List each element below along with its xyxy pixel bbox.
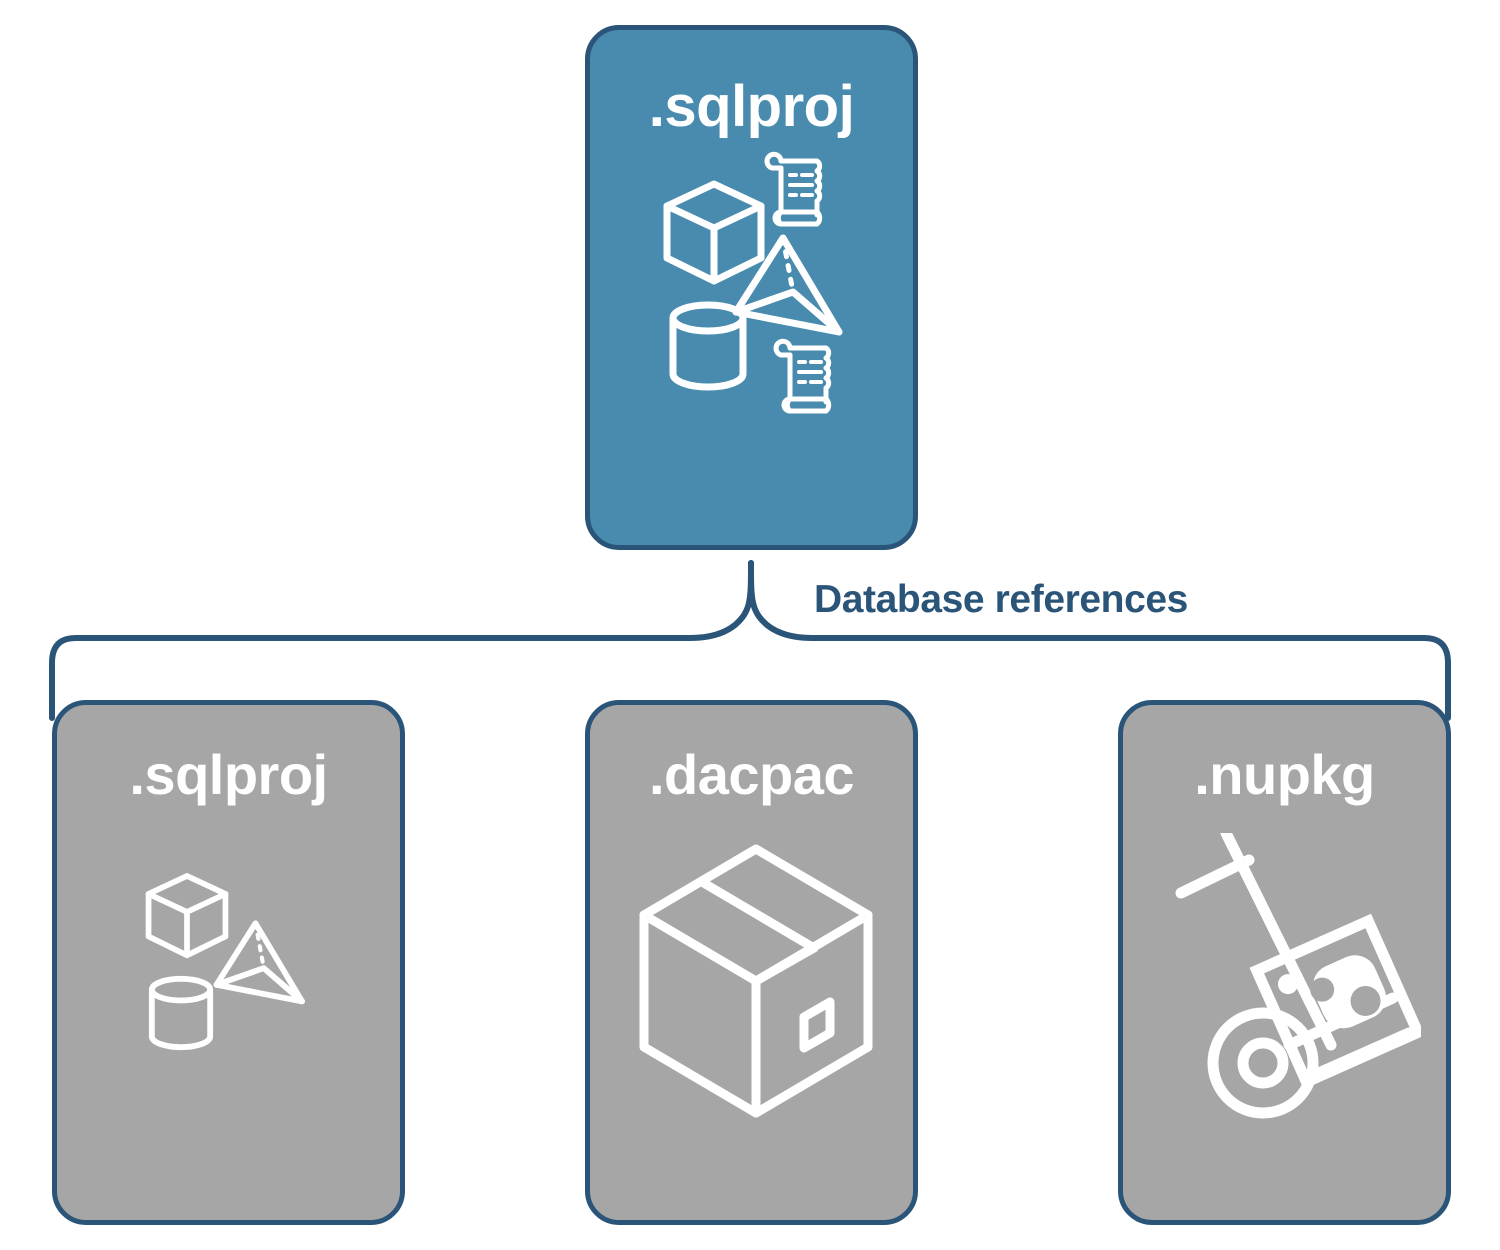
connector-label: Database references	[814, 578, 1188, 621]
scroll-document-icon	[764, 151, 823, 227]
root-card-title: .sqlproj	[648, 74, 855, 139]
reference-card-nupkg-icon-area	[1123, 803, 1446, 1220]
package-box-icon	[639, 844, 873, 1118]
reference-card-dacpac-title: .dacpac	[648, 743, 855, 806]
wireframe-cube-icon	[663, 180, 765, 285]
reference-card-sqlproj-icon-area	[57, 803, 400, 1220]
wireframe-pyramid-icon	[213, 920, 305, 1005]
wireframe-pyramid-icon	[732, 234, 843, 336]
reference-card-sqlproj-title: .sqlproj	[129, 743, 328, 806]
wireframe-cube-icon	[145, 873, 229, 959]
wireframe-cylinder-icon	[669, 301, 747, 391]
wireframe-cylinder-icon	[148, 975, 214, 1051]
reference-card-dacpac[interactable]: .dacpac	[585, 700, 918, 1225]
root-card-sqlproj[interactable]: .sqlproj	[585, 25, 918, 550]
scroll-document-icon	[773, 338, 832, 414]
root-card-icon-area	[585, 146, 918, 466]
reference-card-sqlproj[interactable]: .sqlproj	[52, 700, 405, 1225]
reference-card-nupkg-title: .nupkg	[1194, 743, 1375, 806]
reference-card-nupkg[interactable]: .nupkg	[1118, 700, 1451, 1225]
hand-truck-package-icon	[1175, 833, 1421, 1119]
reference-card-dacpac-icon-area	[590, 803, 913, 1220]
